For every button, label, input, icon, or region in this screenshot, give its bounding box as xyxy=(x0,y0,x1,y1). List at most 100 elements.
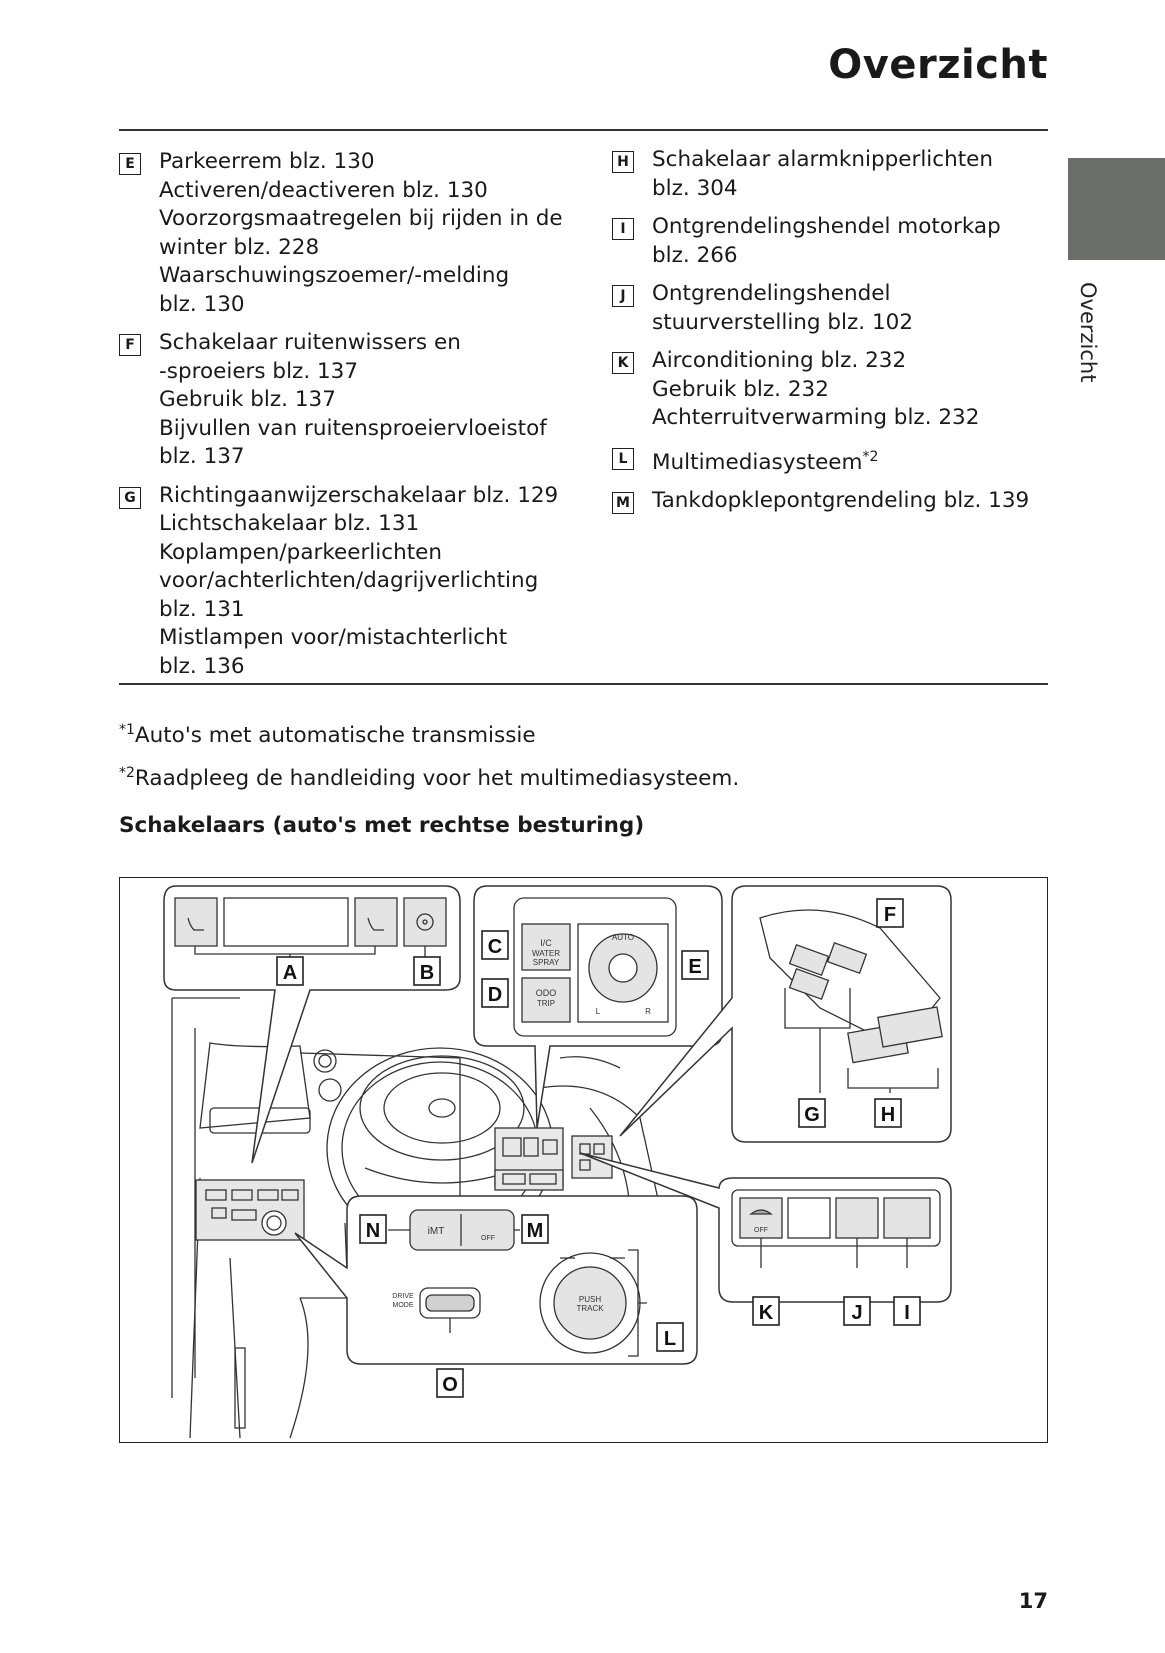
entry-text: Achterruitverwarming blz. 232 xyxy=(652,405,980,430)
footnote-1: *1Auto's met automatische transmissie xyxy=(119,722,536,748)
mirror-r-label: R xyxy=(645,1007,651,1016)
callout-j: J xyxy=(843,1296,871,1326)
callout-letter: G xyxy=(804,1104,820,1126)
callout-key: K xyxy=(612,352,634,374)
entry-text: Schakelaar alarmknipperlichten xyxy=(652,147,993,172)
entry-text: Waarschuwingszoemer/-melding xyxy=(159,263,510,288)
ic-label: I/C xyxy=(540,938,552,948)
entry-text: Airconditioning blz. 232 xyxy=(652,348,907,373)
footnote-2: *2Raadpleeg de handleiding voor het mult… xyxy=(119,765,739,791)
callout-key: E xyxy=(119,153,141,175)
callout-g: G xyxy=(798,1098,826,1128)
callout-letter: D xyxy=(488,984,502,1006)
callout-key: J xyxy=(612,285,634,307)
entry-line: blz. 130 xyxy=(159,291,589,320)
callout-n: N xyxy=(359,1214,387,1244)
entry-line: Airconditioning blz. 232 xyxy=(652,347,1052,376)
mirror-l-label: L xyxy=(596,1007,601,1016)
callout-b: B xyxy=(413,956,441,986)
callout-letter: K xyxy=(759,1302,774,1324)
imt-label: iMT xyxy=(428,1226,445,1237)
entry-j: J Ontgrendelingshendel stuurverstelling bl… xyxy=(612,280,1052,337)
callout-key: I xyxy=(612,218,634,240)
tank-off-label: OFF xyxy=(481,1235,495,1242)
entry-text: stuurverstelling blz. 102 xyxy=(652,309,914,335)
entry-line: Parkeerrem blz. 130 xyxy=(159,148,589,177)
callout-letter: L xyxy=(664,1328,676,1350)
callout-i: I xyxy=(893,1296,921,1326)
ac-off-label: OFF xyxy=(754,1227,768,1234)
entry-text: blz. 304 xyxy=(652,175,738,201)
footnote-text: Raadpleeg de handleiding voor het multim… xyxy=(134,766,740,792)
entry-line: Achterruitverwarming blz. 232 xyxy=(652,404,1052,433)
entry-text: Activeren/deactiveren blz. 130 xyxy=(159,177,488,203)
figure-heading: Schakelaars (auto's met rechtse besturin… xyxy=(119,813,645,838)
mode-label: MODE xyxy=(393,1302,414,1309)
footnote-ref: *2 xyxy=(862,448,879,465)
water-label: WATER xyxy=(532,949,560,958)
top-rule xyxy=(119,129,1048,131)
callout-m: M xyxy=(521,1214,549,1244)
entry-line: Koplampen/parkeerlichten xyxy=(159,539,589,568)
entry-text: Ontgrendelingshendel xyxy=(652,281,891,306)
footnote-mark: *2 xyxy=(119,765,135,781)
entry-line: blz. 266 xyxy=(652,242,1052,271)
callout-l: L xyxy=(656,1322,684,1352)
page-title: Overzicht xyxy=(828,42,1048,88)
entry-text: Multimediasysteem xyxy=(652,449,863,475)
callout-letter: I xyxy=(904,1302,910,1324)
callout-h: H xyxy=(874,1098,902,1128)
auto-label: AUTO xyxy=(612,933,634,942)
callout-key: M xyxy=(612,492,634,515)
entry-text: Koplampen/parkeerlichten xyxy=(159,539,442,565)
entry-line: Activeren/deactiveren blz. 130 xyxy=(159,177,589,206)
entry-text: Lichtschakelaar blz. 131 xyxy=(159,511,420,536)
entry-text: blz. 136 xyxy=(159,653,245,679)
entry-line: Lichtschakelaar blz. 131 xyxy=(159,510,589,539)
entry-text: Richtingaanwijzerschakelaar blz. 129 xyxy=(159,482,559,508)
entry-line: Mistlampen voor/mistachterlicht xyxy=(159,624,589,653)
entry-text: blz. 137 xyxy=(159,444,245,469)
callout-letter: C xyxy=(488,936,502,958)
entry-text: blz. 130 xyxy=(159,291,245,317)
callout-key: G xyxy=(119,486,141,509)
entry-line: blz. 131 xyxy=(159,596,589,625)
callout-letter: M xyxy=(527,1220,544,1242)
entry-text: Bijvullen van ruitensproeiervloeistof xyxy=(159,415,547,441)
entry-line: Schakelaar alarmknipperlichten xyxy=(652,146,1052,175)
entry-line: Voorzorgsmaatregelen bij rijden in de xyxy=(159,205,589,234)
entry-text: Gebruik blz. 232 xyxy=(652,376,829,402)
callout-letter: B xyxy=(420,962,434,984)
callout-letter: O xyxy=(442,1374,458,1396)
entry-line: Ontgrendelingshendel xyxy=(652,280,1052,309)
section-side-label: Overzicht xyxy=(1076,282,1100,383)
callout-d: D xyxy=(481,978,509,1008)
entry-line: Multimediasysteem*2 xyxy=(652,443,1052,478)
callout-letter: A xyxy=(283,962,297,984)
drive-label: DRIVE xyxy=(392,1293,414,1300)
bottom-rule xyxy=(119,683,1048,685)
entry-l: L Multimediasysteem*2 xyxy=(612,443,1052,478)
callout-a: A xyxy=(276,956,304,986)
entry-text: Mistlampen voor/mistachterlicht xyxy=(159,625,508,650)
callout-c: C xyxy=(481,930,509,960)
entry-text: Voorzorgsmaatregelen bij rijden in de xyxy=(159,206,563,231)
callout-key: L xyxy=(612,447,634,470)
entry-line: Ontgrendelingshendel motorkap xyxy=(652,213,1052,242)
callout-o: O xyxy=(436,1368,464,1398)
odo-label: ODO xyxy=(536,988,557,998)
entry-text: -sproeiers blz. 137 xyxy=(159,358,359,384)
callout-letter: H xyxy=(881,1104,895,1126)
entry-text: Tankdopklepontgrendeling blz. 139 xyxy=(652,488,1030,514)
entry-text: blz. 131 xyxy=(159,596,245,622)
entry-text: Parkeerrem blz. 130 xyxy=(159,149,375,174)
entry-m: M Tankdopklepontgrendeling blz. 139 xyxy=(612,487,1052,516)
trip-label: TRIP xyxy=(537,999,555,1008)
entry-text: blz. 266 xyxy=(652,242,738,268)
callout-key: F xyxy=(119,334,141,356)
